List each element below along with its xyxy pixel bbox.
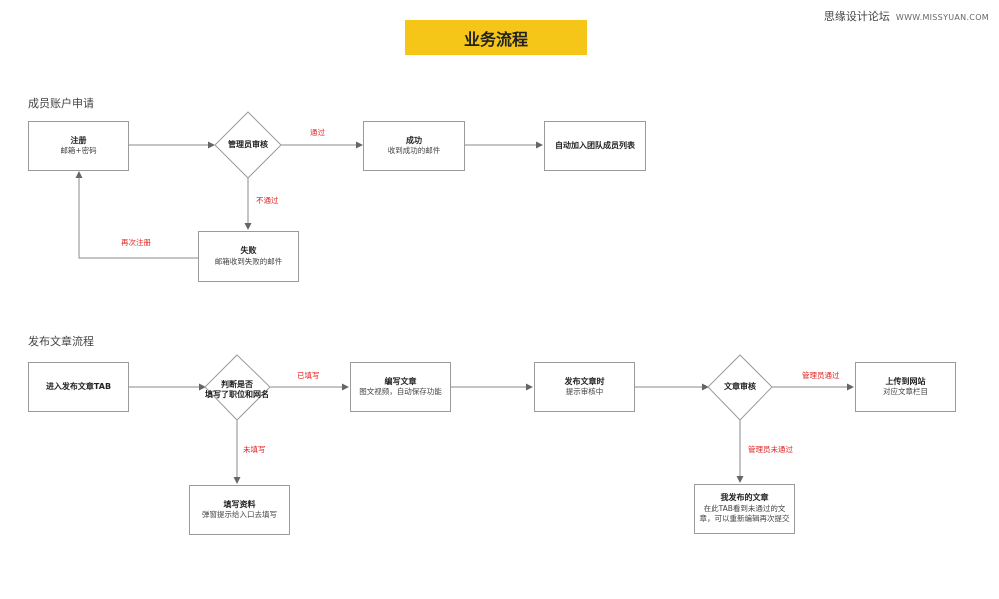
box-publish: 发布文章时 提示审核中 <box>534 362 635 412</box>
box-my-articles-sub2: 章，可以重新编辑再次提交 <box>699 514 790 524</box>
box-auto-join: 自动加入团队成员列表 <box>544 121 646 171</box>
diamond-judge-label: 判断是否 填写了职位和网名 <box>196 380 278 401</box>
box-edit-article: 编写文章 图文视频，自动保存功能 <box>350 362 451 412</box>
diamond-judge-line2: 填写了职位和网名 <box>205 390 269 400</box>
box-publish-title: 发布文章时 <box>564 376 605 386</box>
edge-label-unfilled: 未填写 <box>243 445 266 454</box>
section-title-publish: 发布文章流程 <box>28 335 94 348</box>
edge-label-pass: 通过 <box>310 128 325 137</box>
diamond-admin-review-label: 管理员审核 <box>228 140 268 149</box>
box-upload: 上传到网站 对应文章栏目 <box>855 362 956 412</box>
box-edit-article-title: 编写文章 <box>384 376 417 386</box>
box-fail-sub: 邮箱收到失败的邮件 <box>214 256 283 266</box>
edge-label-admin-fail: 管理员未通过 <box>748 445 793 454</box>
diamond-article-review-label: 文章审核 <box>724 382 756 391</box>
box-my-articles-title: 我发布的文章 <box>720 493 769 503</box>
watermark-url: WWW.MISSYUAN.COM <box>895 13 989 22</box>
box-auto-join-title: 自动加入团队成员列表 <box>555 140 635 150</box>
box-register-sub: 邮箱+密码 <box>60 146 97 156</box>
edge-label-filled: 已填写 <box>297 371 320 380</box>
box-success-title: 成功 <box>406 135 422 145</box>
box-fill-info: 填写资料 弹窗提示给入口去填写 <box>189 485 290 535</box>
box-success: 成功 收到成功的邮件 <box>363 121 465 171</box>
edge-label-admin-pass: 管理员通过 <box>802 371 840 380</box>
box-publish-sub: 提示审核中 <box>565 387 604 397</box>
box-my-articles-sub1: 在此TAB看到未通过的文 <box>703 504 786 514</box>
edge-label-retry: 再次注册 <box>121 238 151 247</box>
box-my-articles: 我发布的文章 在此TAB看到未通过的文 章，可以重新编辑再次提交 <box>694 484 795 534</box>
watermark-site: 思缘设计论坛 <box>823 10 890 23</box>
box-register: 注册 邮箱+密码 <box>28 121 129 171</box>
section-title-account: 成员账户申请 <box>28 97 94 110</box>
box-upload-title: 上传到网站 <box>885 376 926 386</box>
diamond-article-review <box>707 354 773 421</box>
edge-label-fail: 不通过 <box>256 196 279 205</box>
box-enter-tab: 进入发布文章TAB <box>28 362 129 412</box>
box-success-sub: 收到成功的邮件 <box>387 146 441 156</box>
edge-fail-to-register <box>75 171 198 259</box>
watermark: 思缘设计论坛 WWW.MISSYUAN.COM <box>824 8 989 24</box>
box-upload-sub: 对应文章栏目 <box>883 387 928 397</box>
box-edit-article-sub: 图文视频，自动保存功能 <box>359 387 442 397</box>
box-fail: 失败 邮箱收到失败的邮件 <box>198 231 299 282</box>
box-fill-info-sub: 弹窗提示给入口去填写 <box>202 510 277 520</box>
box-fail-title: 失败 <box>240 246 257 256</box>
page-title: 业务流程 <box>405 20 587 55</box>
diamond-admin-review <box>214 111 282 179</box>
box-register-title: 注册 <box>70 135 87 145</box>
box-fill-info-title: 填写资料 <box>223 499 256 509</box>
diamond-judge-filled <box>204 354 271 421</box>
diamond-judge-line1: 判断是否 <box>221 380 253 389</box>
box-enter-tab-title: 进入发布文章TAB <box>45 381 112 391</box>
